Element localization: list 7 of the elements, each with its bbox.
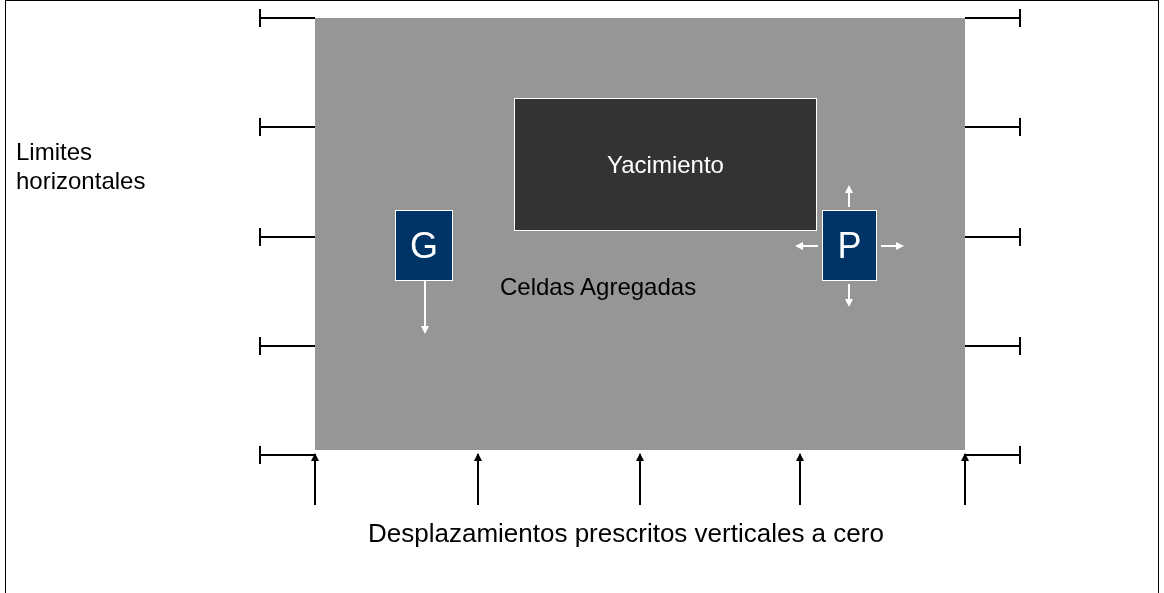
well-box: G: [395, 210, 453, 281]
reservoir-box: Yacimiento: [514, 98, 817, 231]
model-block: [315, 18, 965, 450]
well-box: P: [822, 210, 877, 281]
region-label: Celdas Agregadas: [500, 273, 697, 301]
boundary-note: Limites horizontales: [16, 138, 147, 196]
boundary-note: Desplazamientos prescritos verticales a cero: [368, 518, 884, 550]
